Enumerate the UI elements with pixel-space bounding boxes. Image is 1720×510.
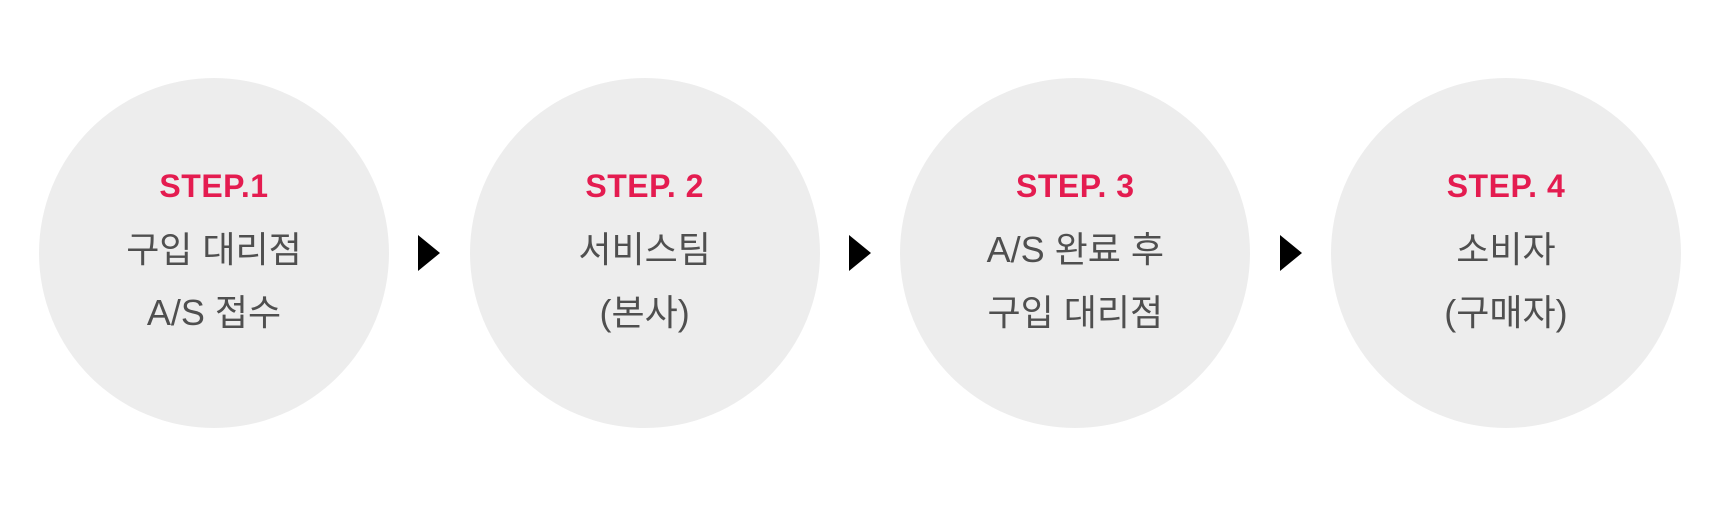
step-2-line-2: (본사) bbox=[599, 291, 690, 333]
step-4-label: STEP. 4 bbox=[1446, 167, 1566, 204]
step-4-circle: STEP. 4 소비자 (구매자) bbox=[1330, 78, 1681, 428]
step-1-line-2: A/S 접수 bbox=[146, 291, 282, 333]
step-1-text: STEP.1 구입 대리점 A/S 접수 bbox=[126, 155, 302, 344]
step-2-circle: STEP. 2 서비스팀 (본사) bbox=[469, 78, 820, 428]
step-3-line-1: A/S 완료 후 bbox=[986, 228, 1164, 270]
arrow-right-icon bbox=[418, 235, 441, 271]
arrow-right-icon bbox=[848, 235, 871, 271]
step-4-line-2: (구매자) bbox=[1444, 291, 1568, 333]
step-4-line-1: 소비자 bbox=[1456, 228, 1556, 270]
step-3-text: STEP. 3 A/S 완료 후 구입 대리점 bbox=[987, 155, 1164, 344]
arrow-right-icon bbox=[1279, 235, 1302, 271]
step-3-circle: STEP. 3 A/S 완료 후 구입 대리점 bbox=[900, 78, 1251, 428]
step-1-circle: STEP.1 구입 대리점 A/S 접수 bbox=[39, 78, 389, 428]
step-4-text: STEP. 4 소비자 (구매자) bbox=[1444, 155, 1567, 344]
step-2-text: STEP. 2 서비스팀 (본사) bbox=[578, 155, 710, 344]
step-2-line-1: 서비스팀 bbox=[578, 228, 711, 270]
step-3-label: STEP. 3 bbox=[1016, 167, 1135, 204]
step-1-label: STEP.1 bbox=[159, 167, 269, 204]
step-2-label: STEP. 2 bbox=[585, 167, 704, 204]
step-1-line-1: 구입 대리점 bbox=[126, 228, 302, 270]
step-3-line-2: 구입 대리점 bbox=[987, 291, 1164, 333]
